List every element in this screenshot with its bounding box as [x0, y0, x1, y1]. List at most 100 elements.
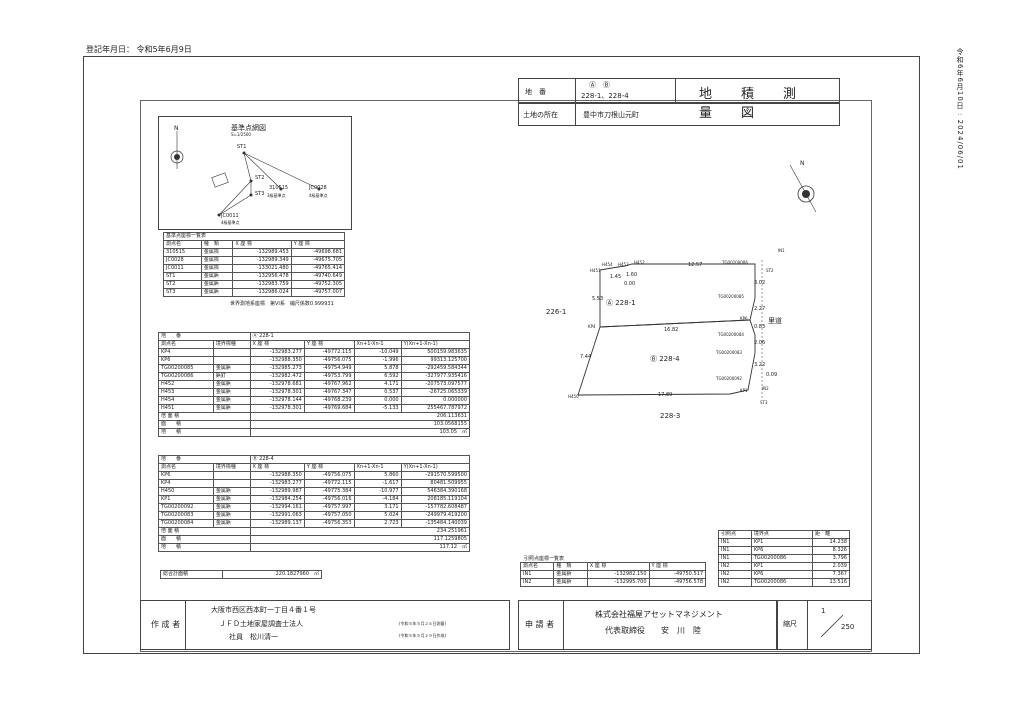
table-cell: KP6 [158, 356, 214, 365]
table-cell: -132995.700 [586, 578, 650, 587]
location-value: 豊中市刀根山元町 [583, 111, 639, 119]
table-cell: 0.000000 [400, 396, 471, 405]
table-cell: -49756.353 [303, 519, 355, 528]
table-cell: -132983.277 [249, 348, 305, 357]
reference-map: 基準点網図 S=1/2500 N ST1 ST2 ST3 310515 3級基準… [158, 116, 352, 230]
table-cell: -49772.115 [303, 348, 355, 357]
dim-0-09: 0.09 [766, 372, 778, 378]
plot-neighbor-west: 226-1 [546, 308, 567, 316]
registration-date: 登記年月日： 令和5年6月9日 [86, 45, 192, 54]
ref-point-st2: ST2 [255, 175, 265, 181]
drawing-frame [140, 100, 872, 652]
table-cell: 0.537 [353, 388, 402, 397]
maker-firm: ＪＦＤ土地家屋調査士法人 [219, 620, 303, 628]
table-cell: 5.860 [353, 471, 402, 480]
table-a-chiseki: 103.05 ㎡ [249, 428, 471, 437]
lot-label: 地 番 [525, 88, 546, 96]
scale-numerator: 1 [821, 607, 826, 615]
table-cell: 7.367 [812, 570, 850, 579]
table-cell: -132978.301 [249, 404, 305, 413]
table-cell: 500159.983635 [400, 348, 471, 357]
table-cell: IN2 [519, 578, 555, 587]
survey-date: (令和５年５月２６日測量) [399, 621, 447, 626]
dim-1-45: 1.45 [610, 274, 622, 280]
table-cell: -49757.997 [303, 503, 355, 512]
ref-point-jc0028: JC0028 [309, 185, 327, 191]
table-cell: 6.592 [353, 372, 402, 381]
plot-road: 里道 [768, 317, 782, 325]
north-arrow-icon [170, 131, 184, 169]
table-cell: -327977.935416 [400, 372, 471, 381]
applicant-company: 株式会社福屋アセットマネジメント [595, 610, 723, 619]
table-cell: -132989.349 [232, 256, 292, 265]
point-tg00200085: TG00200085 [718, 294, 744, 299]
table-cell: KP1 [158, 495, 214, 504]
table-a-area: 103.0568155 [249, 420, 471, 429]
table-cell: 3.796 [812, 554, 850, 563]
point-tg00200084: TG00200084 [718, 332, 744, 337]
ref-sub-2: 4級基準点 [309, 193, 328, 198]
table-cell: 5.024 [353, 511, 402, 520]
table-cell: H454 [158, 396, 214, 405]
table-cell: KP4 [158, 348, 214, 357]
area-table-b: 地 番 Ⓑ 228-4 測点名 境界標種 X 座 標 Y 座 標 Xn+1-Xn… [158, 455, 471, 552]
table-cell: -49754.949 [303, 364, 355, 373]
table-cell: -132989.137 [249, 519, 305, 528]
table-cell: H450 [158, 487, 214, 496]
table-cell: -132978.144 [249, 396, 305, 405]
table-cell: -49772.115 [303, 479, 355, 488]
table-cell: 金属鋲 [212, 487, 251, 496]
table-cell: -49752.305 [290, 280, 346, 289]
table-cell: -132988.350 [249, 471, 305, 480]
table-cell: TG00200086 [750, 578, 814, 587]
table-cell: -49740.649 [290, 272, 346, 281]
table-cell: -49675.705 [290, 256, 346, 265]
scale-label: 縮尺 [783, 620, 797, 628]
maker-address: 大阪市西区西本町一丁目４番１号 [211, 606, 316, 614]
table-cell: -5.133 [353, 404, 402, 413]
table-cell: KP6 [750, 546, 814, 555]
dim-0-00: 0.00 [624, 281, 636, 287]
point-kp4: KP4 [588, 324, 596, 329]
area-table-a: 地 番 Ⓐ 228-1 測点名 境界標種 X 座 標 Y 座 標 Xn+1-Xn… [158, 332, 471, 437]
table-cell: -49756.016 [303, 495, 355, 504]
table-cell: -49756.075 [303, 471, 355, 480]
table-cell: -132986.024 [232, 288, 292, 297]
table-cell: 3.171 [353, 503, 402, 512]
plot-lot-b: Ⓑ 228-4 [650, 355, 680, 363]
dim-17-89: 17.89 [658, 392, 673, 398]
table-cell: ST1 [163, 272, 202, 281]
applicant-block: 申 請 者 株式会社福屋アセットマネジメント 代表取締役 安 川 陸 [518, 600, 778, 650]
table-cell: -132978.681 [249, 380, 305, 389]
table-cell: KP6 [158, 471, 214, 480]
table-cell: -249979.419200 [400, 511, 471, 520]
table-cell: -49775.384 [303, 487, 355, 496]
table-cell: TG00200086 [750, 554, 814, 563]
table-cell: 5.878 [353, 364, 402, 373]
table-cell: 310515 [163, 248, 202, 257]
title-block: 地 番 Ⓐ Ⓑ 228-1、228-4 地 積 測 量 図 [518, 78, 840, 121]
point-kp1: KP1 [740, 388, 748, 393]
table-cell: 金属鋲 [212, 388, 251, 397]
table-cell: 金属鋲 [212, 404, 251, 413]
point-st3: ST3 [760, 400, 768, 405]
dim-5-53: 5.53 [592, 296, 604, 302]
scale-block: 縮尺 1 250 [776, 600, 872, 650]
table-cell: -132989.453 [232, 248, 292, 257]
table-cell: TG00200084 [158, 519, 214, 528]
